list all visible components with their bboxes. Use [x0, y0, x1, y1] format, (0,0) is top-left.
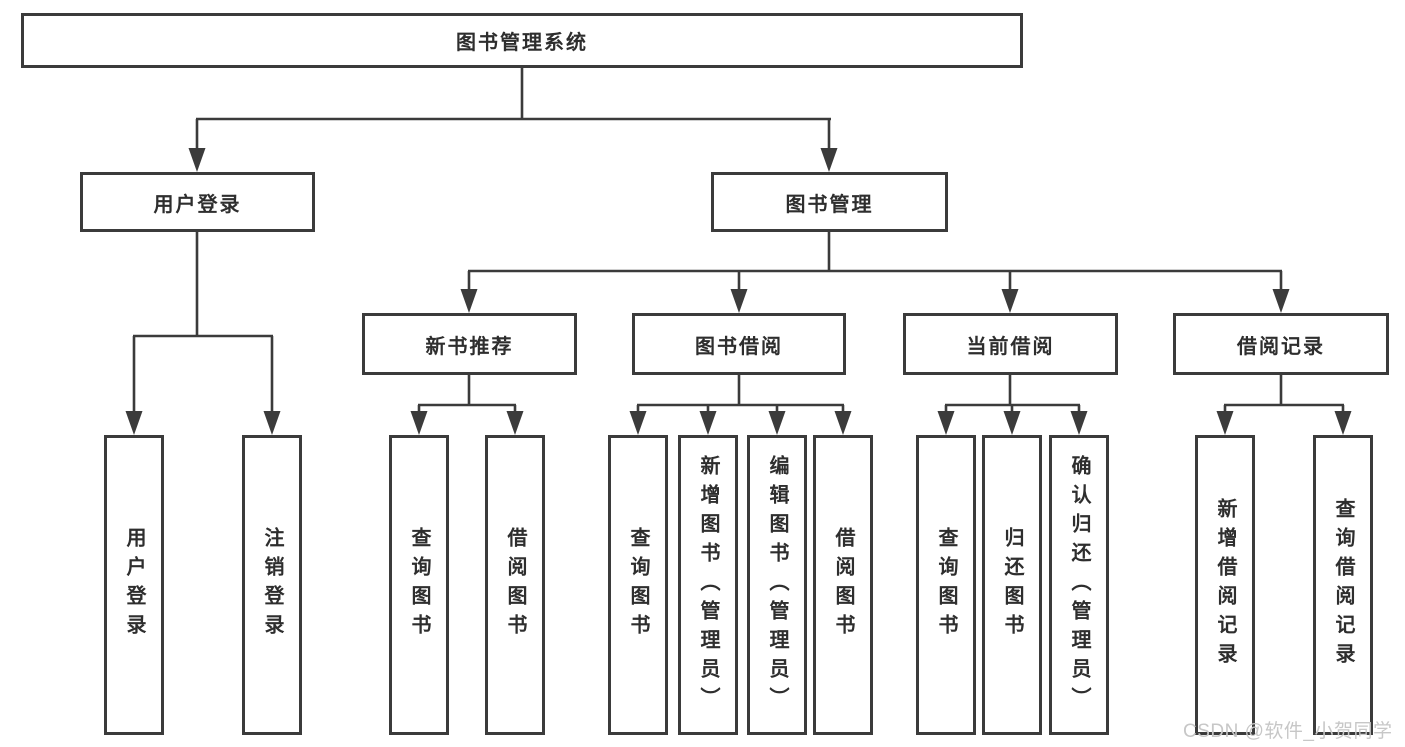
- node-book-borrow: 图书借阅: [632, 313, 846, 375]
- node-book-management: 图书管理: [711, 172, 948, 232]
- leaf-cb-confirm-return-admin: 确认归还（管理员）: [1049, 435, 1109, 735]
- node-borrow-records: 借阅记录: [1173, 313, 1389, 375]
- node-new-book-recommend: 新书推荐: [362, 313, 577, 375]
- node-user-login: 用户登录: [80, 172, 315, 232]
- leaf-bb-borrow-book: 借阅图书: [813, 435, 873, 735]
- leaf-br-query-record: 查询借阅记录: [1313, 435, 1373, 735]
- node-current-borrow: 当前借阅: [903, 313, 1118, 375]
- leaf-logout: 注销登录: [242, 435, 302, 735]
- leaf-bb-query-book: 查询图书: [608, 435, 668, 735]
- leaf-user-login: 用户登录: [104, 435, 164, 735]
- leaf-cb-return-book: 归还图书: [982, 435, 1042, 735]
- csdn-watermark: CSDN @软件_小贺同学: [1183, 721, 1393, 742]
- leaf-bb-add-book-admin: 新增图书（管理员）: [678, 435, 738, 735]
- leaf-nbr-query-book: 查询图书: [389, 435, 449, 735]
- leaf-nbr-borrow-book: 借阅图书: [485, 435, 545, 735]
- node-library-management-system: 图书管理系统: [21, 13, 1023, 68]
- leaf-bb-edit-book-admin: 编辑图书（管理员）: [747, 435, 807, 735]
- leaf-br-add-record: 新增借阅记录: [1195, 435, 1255, 735]
- leaf-cb-query-book: 查询图书: [916, 435, 976, 735]
